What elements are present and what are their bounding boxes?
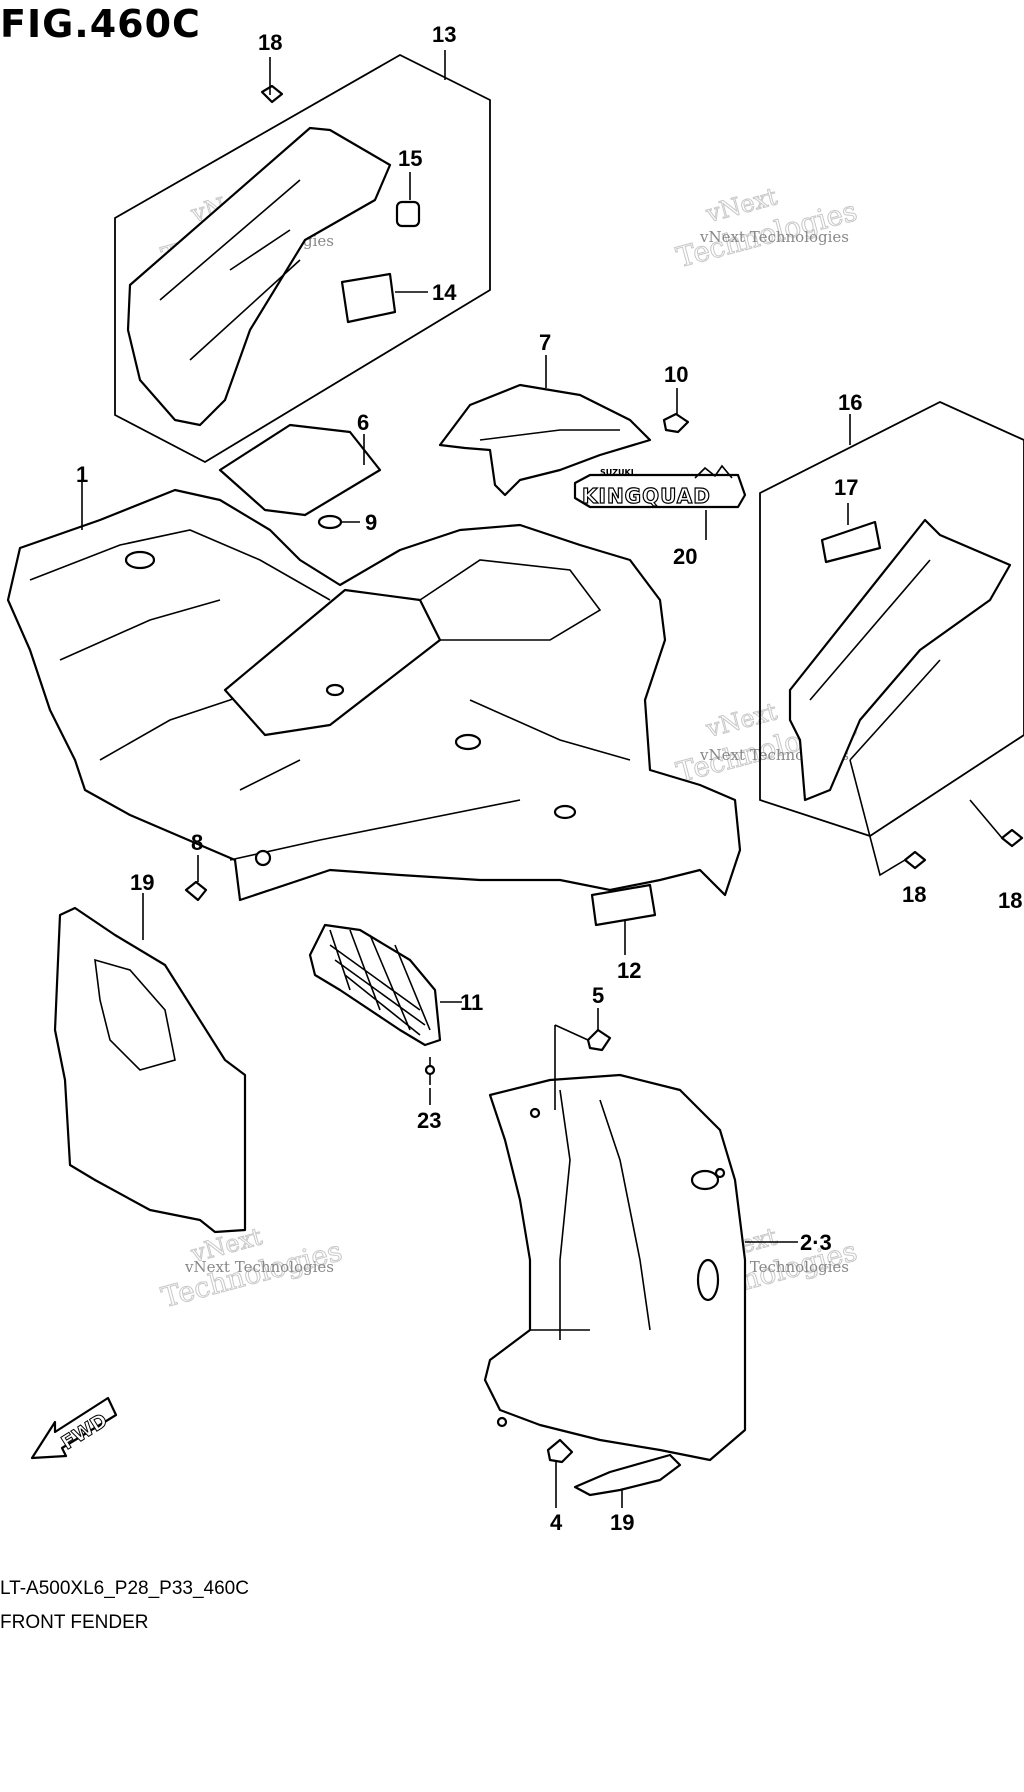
- leader-lines: [81, 50, 1003, 1508]
- screw-5[interactable]: [586, 1028, 612, 1052]
- callout-1: 1: [76, 462, 88, 487]
- panel-6[interactable]: [218, 423, 382, 517]
- callout-6: 6: [357, 410, 369, 435]
- callout-2-3: 2·3: [800, 1230, 832, 1255]
- watermark-caption: vNext Technologies: [184, 1258, 334, 1276]
- callout-18: 18: [902, 882, 926, 907]
- front-fender-1[interactable]: [6, 488, 742, 902]
- callout-23: 23: [417, 1108, 441, 1133]
- figure-title: FIG.460C: [0, 2, 201, 46]
- callout-8: 8: [191, 830, 203, 855]
- screw-23-head: [424, 1064, 436, 1076]
- figure-caption: FRONT FENDER: [0, 1612, 149, 1633]
- callout-7: 7: [539, 330, 551, 355]
- inner-panel-right-detail: [809, 559, 941, 761]
- leader-18c: [969, 799, 1003, 839]
- leader-5b: [554, 1024, 589, 1110]
- strip-19[interactable]: [573, 1453, 682, 1497]
- watermark-caption: vNext Technologies: [699, 228, 849, 246]
- callout-labels: 18 13 15 14 1 6 9 7 10 20 16 17 18 18 8 …: [76, 22, 1022, 1535]
- callout-16: 16: [838, 390, 862, 415]
- screw-18-right[interactable]: [1000, 828, 1024, 848]
- cushion-15[interactable]: [395, 200, 421, 228]
- screw-18-top[interactable]: [260, 84, 284, 104]
- callout-19: 19: [610, 1510, 634, 1535]
- kingquad-badge[interactable]: KINGQUAD SUZUKI: [573, 464, 747, 509]
- screw-18-mid[interactable]: [903, 850, 927, 870]
- callout-17: 17: [834, 475, 858, 500]
- screw-4[interactable]: [546, 1438, 574, 1464]
- cover-7[interactable]: [438, 383, 652, 497]
- badge-text: KINGQUAD: [582, 484, 711, 508]
- callout-11: 10: [664, 362, 688, 387]
- leader-18b: [849, 759, 906, 877]
- callout-4: 4: [550, 1510, 563, 1535]
- screw-8[interactable]: [184, 880, 208, 902]
- grille-10[interactable]: [308, 923, 442, 1047]
- assembly-box-16: [759, 401, 1024, 870]
- inner-panel-right[interactable]: [788, 518, 1012, 802]
- pad-17[interactable]: [820, 520, 882, 564]
- pad-14[interactable]: [340, 272, 397, 324]
- callout-15: 15: [398, 146, 422, 171]
- fwd-arrow: FWD: [30, 1396, 118, 1460]
- badge-small-text: SUZUKI: [600, 468, 634, 477]
- callout-18: 18: [258, 30, 282, 55]
- callout-5: 5: [592, 983, 604, 1008]
- callout-13: 13: [432, 22, 456, 47]
- inner-fender-2-3[interactable]: [483, 1073, 747, 1462]
- grommet-9[interactable]: [317, 514, 343, 530]
- assembly-box-13-outline: [114, 53, 491, 464]
- pad-12[interactable]: [590, 883, 657, 927]
- callout-18: 18: [998, 888, 1022, 913]
- model-code: LT-A500XL6_P28_P33_460C: [0, 1578, 249, 1599]
- callout-12: 12: [617, 958, 641, 983]
- assembly-box-16-outline: [759, 401, 1024, 837]
- cover-20-cutout: [94, 958, 176, 1071]
- callout-9: 9: [365, 510, 377, 535]
- inner-panel-left[interactable]: [126, 126, 392, 427]
- inner-panel-left-detail: [159, 179, 301, 361]
- cover-7-detail: [479, 429, 620, 441]
- callout-14: 14: [432, 280, 457, 305]
- assembly-box-13: [114, 53, 491, 464]
- callout-10: 11: [460, 990, 483, 1015]
- watermark: vNext Technologies: [672, 182, 861, 275]
- cover-20[interactable]: [53, 906, 247, 1234]
- callout-20: 19: [130, 870, 154, 895]
- callout-21-22: 20: [673, 544, 697, 569]
- screw-11[interactable]: [662, 412, 690, 434]
